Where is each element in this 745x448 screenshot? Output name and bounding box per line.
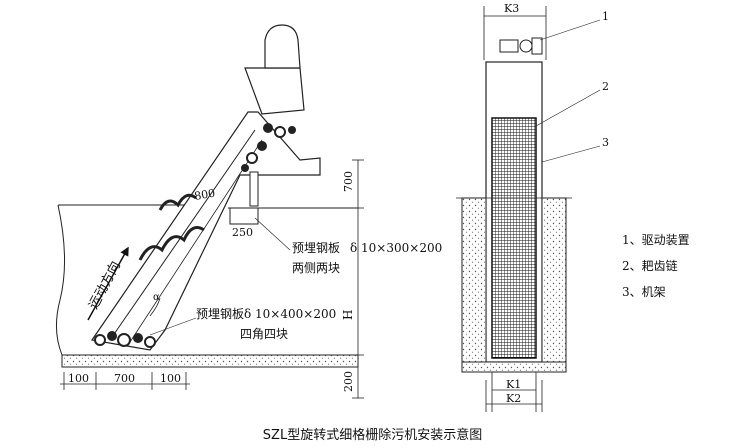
dim-250: 250 (232, 226, 253, 239)
rake-chain-bottom (94, 331, 156, 348)
angle-label: α (153, 292, 160, 303)
support-post (249, 171, 259, 207)
angle-arc (149, 297, 161, 317)
inclined-frame (90, 111, 321, 351)
channel-pit-floor (461, 361, 567, 373)
dim-700-vertical: 700 (342, 171, 355, 192)
dim-k1: K1 (506, 378, 521, 391)
channel-pit-left-wall (461, 197, 487, 371)
rake-chain-top (241, 123, 296, 172)
dim-k3: K3 (504, 2, 519, 15)
concrete-base (61, 354, 359, 368)
legend-item-2: 2、耙齿链 (622, 258, 678, 273)
height-label: H (341, 310, 355, 320)
channel-pit-right-wall (541, 197, 567, 371)
dim-k2: K2 (506, 392, 521, 405)
wall-break-line (56, 204, 65, 356)
bottom-dim-2: 100 (160, 372, 181, 385)
callout-3: 3 (602, 136, 609, 149)
bottom-dim-1: 700 (114, 372, 135, 385)
drive-housing (244, 67, 305, 115)
rake-teeth-mid (138, 226, 205, 261)
plate-side-note: 两侧两块 (292, 261, 340, 275)
bottom-dim-0: 100 (68, 372, 89, 385)
direction-arrow (87, 246, 129, 321)
rake-chain-screen (491, 117, 537, 359)
rake-teeth-upper (158, 193, 197, 211)
legend-item-1: 1、驱动装置 (622, 233, 690, 247)
side-view: 运动方向 α 800 700 H 200 250 预埋钢板 δ 10×300×2… (56, 24, 442, 399)
diagram-caption: SZL型旋转式细格栅除污机安装示意图 (262, 428, 483, 443)
plate-corner-label: 预埋钢板δ 10×400×200 (196, 307, 336, 321)
plate-side-spec: δ 10×300×200 (350, 241, 442, 255)
front-view: K3 1 2 3 K1 K2 (456, 2, 609, 412)
dim-200: 200 (342, 371, 355, 392)
plate-side-label: 预埋钢板 (292, 241, 340, 255)
callout-1: 1 (602, 10, 609, 23)
dim-800: 800 (193, 187, 216, 203)
plate-corner-note: 四角四块 (240, 327, 288, 341)
legend: 1、驱动装置 2、耙齿链 3、机架 (622, 233, 690, 299)
callout-2: 2 (602, 80, 609, 93)
legend-item-3: 3、机架 (622, 285, 666, 299)
drive-unit (499, 37, 543, 55)
motor-cap (264, 24, 301, 69)
